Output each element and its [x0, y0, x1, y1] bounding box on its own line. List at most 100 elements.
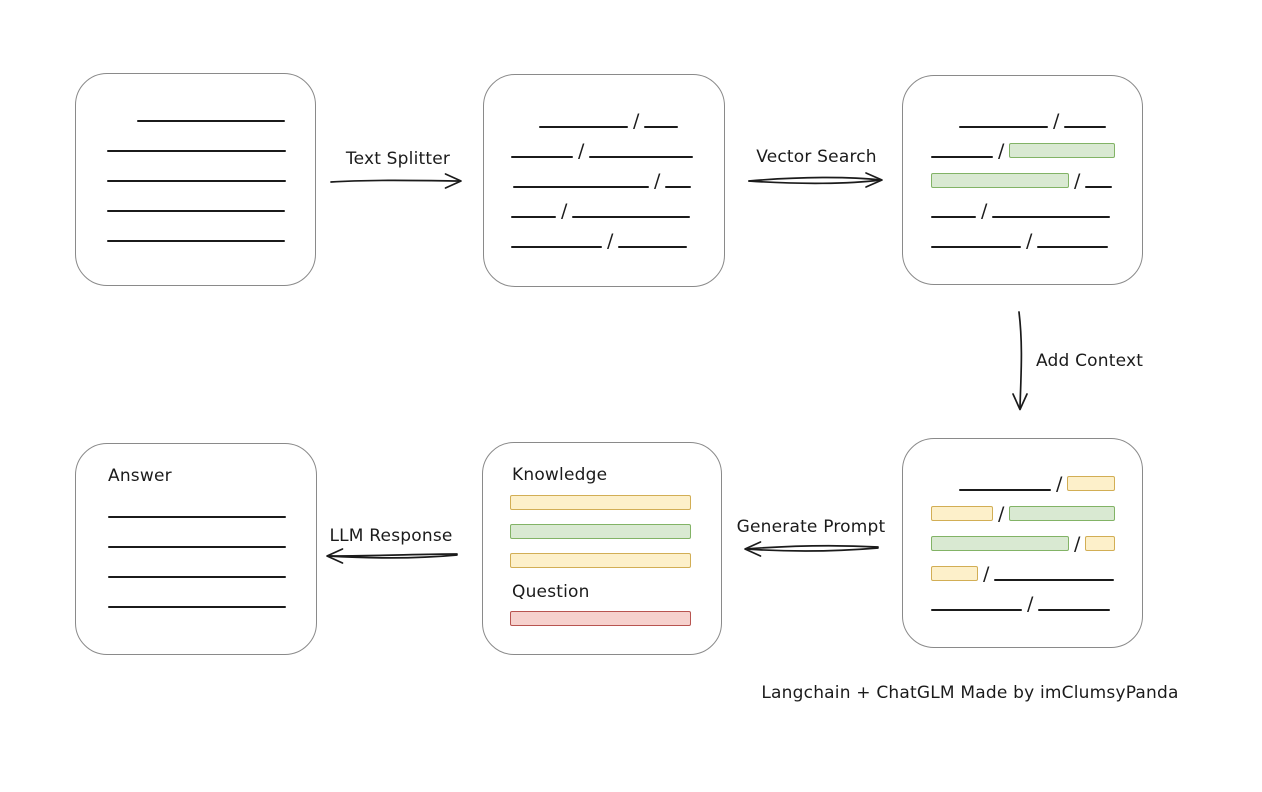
text-line-row [108, 518, 286, 548]
green-chunk [931, 536, 1069, 551]
text-line [511, 156, 573, 158]
yellow-bar [510, 553, 691, 568]
slash-separator: / [607, 230, 614, 252]
text-line [108, 606, 286, 608]
text-line [665, 186, 692, 188]
knowledge-label: Knowledge [512, 465, 608, 485]
source-document-box [75, 73, 316, 286]
slash-separator: / [633, 110, 640, 132]
yellow-chunk [931, 506, 993, 521]
add-context-arrow [1012, 311, 1028, 411]
text-line [108, 576, 286, 578]
text-line [992, 216, 1111, 218]
question-bars [510, 611, 691, 626]
text-line [108, 546, 286, 548]
chunk-row: / [511, 218, 694, 252]
text-line-row [108, 488, 286, 518]
generate-prompt-arrow [744, 541, 879, 557]
slash-separator: / [983, 563, 990, 585]
text-line [137, 120, 285, 122]
red-bar [510, 611, 691, 626]
slash-separator: / [1026, 230, 1033, 252]
text-line [589, 156, 694, 158]
text-line [959, 126, 1048, 128]
text-line-row [107, 92, 286, 122]
chunk-row: / [931, 98, 1114, 132]
split-chunks-box: / / / / / [483, 74, 725, 287]
text-line-row [108, 548, 286, 578]
text-line [107, 180, 286, 182]
question-label: Question [512, 582, 590, 602]
chunk-row: / [511, 128, 694, 162]
text-line [511, 216, 556, 218]
green-chunk [1009, 506, 1116, 521]
chunk-row: / [931, 188, 1114, 222]
slash-separator: / [1027, 593, 1034, 615]
text-splitter-arrow [330, 173, 462, 189]
slash-separator: / [1056, 473, 1063, 495]
vector-matches-box: ///// [902, 75, 1143, 285]
text-line [618, 246, 688, 248]
text-line [107, 210, 285, 212]
chunk-row: / [931, 128, 1116, 162]
text-line [511, 246, 602, 248]
vector-search-arrow [748, 172, 883, 188]
text-line [931, 246, 1021, 248]
slash-separator: / [981, 200, 988, 222]
chunk-row: / [931, 551, 1115, 585]
yellow-chunk [1067, 476, 1116, 491]
text-splitter-label: Text Splitter [345, 149, 451, 169]
text-line [539, 126, 628, 128]
add-context-label: Add Context [1036, 351, 1144, 371]
vector-search-label: Vector Search [756, 147, 877, 167]
text-line [513, 186, 649, 188]
text-line-row [107, 212, 286, 242]
slash-separator: / [1053, 110, 1060, 132]
text-line [1085, 186, 1113, 188]
text-line [994, 579, 1115, 581]
llm-response-label: LLM Response [329, 526, 453, 546]
slash-separator: / [578, 140, 585, 162]
text-line-row [108, 578, 286, 608]
text-line [959, 489, 1051, 491]
green-chunk [1009, 143, 1116, 158]
green-bar [510, 524, 691, 539]
text-line [931, 216, 976, 218]
text-line [572, 216, 691, 218]
answer-box: Answer [75, 443, 317, 655]
text-line [1037, 246, 1109, 248]
slash-separator: / [1074, 533, 1081, 555]
text-line [1064, 126, 1107, 128]
slash-separator: / [998, 503, 1005, 525]
generate-prompt-label: Generate Prompt [736, 517, 886, 537]
slash-separator: / [654, 170, 661, 192]
chunk-row: / [931, 491, 1116, 525]
green-chunk [931, 173, 1069, 188]
answer-label: Answer [108, 466, 172, 486]
chunk-row: / [931, 461, 1116, 495]
chunk-row: / [511, 158, 694, 192]
slash-separator: / [561, 200, 568, 222]
text-line-row [107, 152, 286, 182]
text-line-row [107, 182, 286, 212]
text-line [644, 126, 679, 128]
llm-response-arrow [326, 548, 458, 564]
knowledge-bars [510, 495, 691, 568]
diagram-caption: Langchain + ChatGLM Made by imClumsyPand… [761, 683, 1179, 703]
chunk-row: / [931, 158, 1114, 191]
context-chunks-box: / / / / / [902, 438, 1143, 648]
chunk-row: / [931, 218, 1114, 252]
text-line [1038, 609, 1111, 611]
yellow-chunk [1085, 536, 1116, 551]
text-line [931, 609, 1022, 611]
text-line-row [107, 122, 286, 152]
text-line [108, 516, 286, 518]
chunk-row: / [511, 98, 694, 132]
answer-lines [108, 488, 286, 608]
prompt-box: Knowledge Question [482, 442, 722, 655]
slash-separator: / [998, 140, 1005, 162]
yellow-bar [510, 495, 691, 510]
text-line [931, 156, 993, 158]
chunk-row: / [931, 581, 1114, 615]
